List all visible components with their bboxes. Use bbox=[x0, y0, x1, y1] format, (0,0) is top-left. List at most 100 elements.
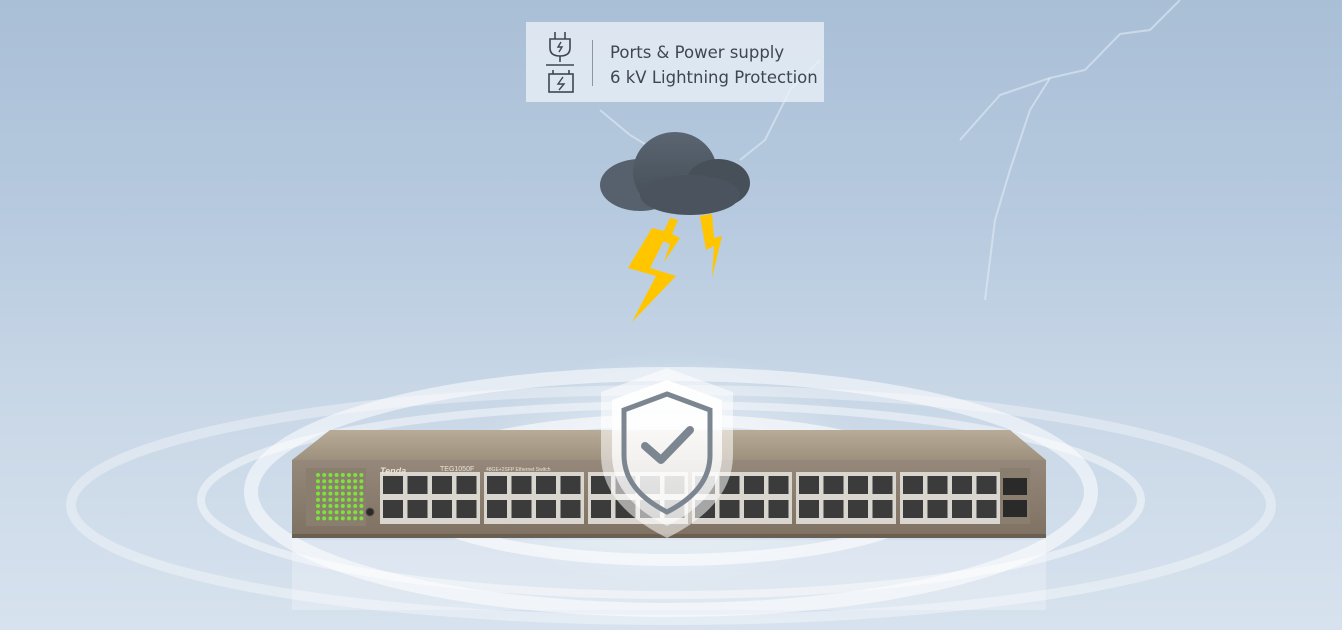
status-led bbox=[322, 516, 327, 521]
rj45-port bbox=[456, 476, 477, 494]
feature-line-2: 6 kV Lightning Protection bbox=[610, 68, 818, 87]
shield-check-icon bbox=[601, 368, 733, 538]
status-led bbox=[347, 485, 351, 490]
status-led bbox=[359, 497, 364, 502]
rj45-port bbox=[511, 500, 532, 518]
rj45-port bbox=[976, 476, 997, 494]
status-led bbox=[347, 497, 351, 502]
status-led bbox=[340, 473, 345, 477]
rj45-port bbox=[927, 500, 948, 518]
status-led bbox=[353, 516, 358, 521]
status-led bbox=[316, 473, 320, 477]
storm-cloud-icon bbox=[600, 132, 750, 215]
status-led bbox=[340, 485, 345, 490]
status-led bbox=[334, 510, 339, 515]
status-led bbox=[353, 473, 358, 477]
rj45-port bbox=[560, 476, 581, 494]
status-led bbox=[316, 516, 320, 521]
status-led bbox=[340, 504, 345, 508]
rj45-port bbox=[799, 500, 819, 518]
status-led bbox=[347, 516, 351, 521]
rj45-port bbox=[432, 476, 452, 494]
rj45-port bbox=[768, 500, 789, 518]
status-led bbox=[328, 485, 333, 490]
reset-button bbox=[365, 507, 375, 517]
status-led bbox=[347, 510, 351, 515]
status-led bbox=[347, 473, 351, 477]
status-led bbox=[359, 516, 364, 521]
rj45-port bbox=[768, 476, 789, 494]
status-led bbox=[359, 485, 364, 490]
status-led bbox=[340, 479, 345, 484]
status-led bbox=[322, 491, 327, 496]
status-led bbox=[322, 510, 327, 515]
status-led bbox=[340, 491, 345, 496]
status-led bbox=[316, 504, 320, 508]
rj45-port bbox=[848, 476, 868, 494]
status-led bbox=[328, 504, 333, 508]
rj45-port bbox=[872, 500, 893, 518]
status-led bbox=[340, 497, 345, 502]
status-led bbox=[359, 504, 364, 508]
rj45-port bbox=[383, 500, 403, 518]
switch-model: TEG1050F bbox=[440, 466, 475, 473]
status-led bbox=[322, 473, 327, 477]
lightning-bolt-icon bbox=[628, 214, 722, 322]
rj45-port bbox=[927, 476, 948, 494]
status-led bbox=[353, 504, 358, 508]
rj45-port bbox=[903, 476, 923, 494]
rj45-port bbox=[719, 500, 740, 518]
status-led bbox=[328, 497, 333, 502]
rj45-port bbox=[799, 476, 819, 494]
status-led bbox=[359, 491, 364, 496]
rj45-port bbox=[952, 500, 972, 518]
status-led bbox=[322, 485, 327, 490]
status-led bbox=[353, 497, 358, 502]
feature-text: Ports & Power supply 6 kV Lightning Prot… bbox=[610, 40, 818, 90]
rj45-port bbox=[744, 476, 764, 494]
switch-description: 48GE+2SFP Ethernet Switch bbox=[486, 467, 551, 473]
rj45-port bbox=[511, 476, 532, 494]
feature-icons bbox=[546, 32, 574, 93]
status-led bbox=[334, 516, 339, 521]
sfp-ports bbox=[1000, 468, 1030, 524]
rj45-port bbox=[903, 500, 923, 518]
status-led bbox=[328, 510, 333, 515]
rj45-port bbox=[848, 500, 868, 518]
rj45-port bbox=[976, 500, 997, 518]
battery-lightning-icon bbox=[548, 70, 574, 93]
status-led bbox=[353, 510, 358, 515]
status-led bbox=[353, 479, 358, 484]
rj45-port bbox=[407, 500, 428, 518]
status-led bbox=[353, 485, 358, 490]
status-led bbox=[340, 516, 345, 521]
status-led bbox=[328, 479, 333, 484]
status-led bbox=[359, 479, 364, 484]
rj45-port bbox=[952, 476, 972, 494]
feature-line-1: Ports & Power supply bbox=[610, 43, 785, 62]
status-led bbox=[334, 497, 339, 502]
status-led bbox=[334, 473, 339, 477]
status-led bbox=[328, 516, 333, 521]
status-led bbox=[340, 510, 345, 515]
status-led bbox=[334, 479, 339, 484]
status-led bbox=[328, 473, 333, 477]
label-divider bbox=[592, 40, 593, 86]
status-led bbox=[316, 510, 320, 515]
status-led bbox=[322, 504, 327, 508]
status-led bbox=[328, 491, 333, 496]
status-led bbox=[359, 473, 364, 477]
status-led bbox=[316, 497, 320, 502]
rj45-port bbox=[536, 476, 556, 494]
feature-label-box: Ports & Power supply 6 kV Lightning Prot… bbox=[526, 22, 824, 102]
rj45-port bbox=[560, 500, 581, 518]
status-led bbox=[347, 504, 351, 508]
rj45-port bbox=[487, 476, 507, 494]
rj45-port bbox=[823, 476, 844, 494]
status-led-panel bbox=[306, 468, 366, 526]
status-led bbox=[359, 510, 364, 515]
rj45-port bbox=[823, 500, 844, 518]
plug-icon bbox=[549, 32, 571, 62]
